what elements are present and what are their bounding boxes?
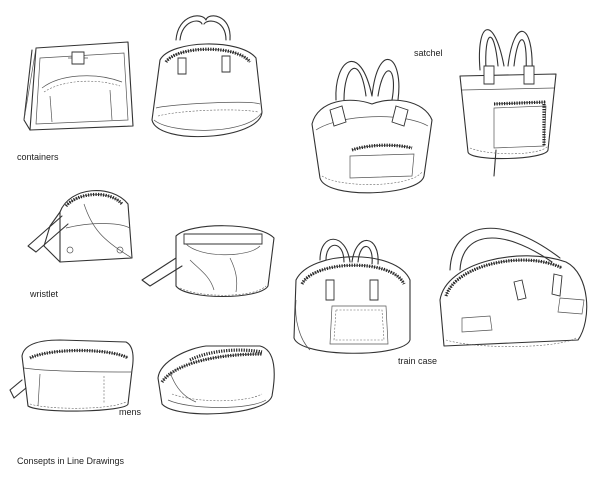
mens-bag-1-sketch xyxy=(9,339,134,412)
satchel-bag-2-sketch xyxy=(459,29,557,177)
label-train-case: train case xyxy=(398,356,438,366)
mens-bag-2-sketch xyxy=(157,345,275,415)
container-bag-2-sketch xyxy=(151,15,263,138)
label-wristlet: wristlet xyxy=(30,289,59,299)
container-bag-1-sketch xyxy=(23,41,134,131)
label-satchel: satchel xyxy=(414,48,443,58)
wristlet-bag-1-sketch xyxy=(27,190,133,263)
label-mens: mens xyxy=(119,407,142,417)
train-case-bag-2-sketch xyxy=(439,227,588,347)
label-containers: containers xyxy=(17,152,59,162)
satchel-bag-1-sketch xyxy=(311,59,433,194)
sheet-caption: Consepts in Line Drawings xyxy=(17,456,125,466)
train-case-bag-1-sketch xyxy=(293,238,411,354)
wristlet-bag-2-sketch xyxy=(141,225,275,297)
